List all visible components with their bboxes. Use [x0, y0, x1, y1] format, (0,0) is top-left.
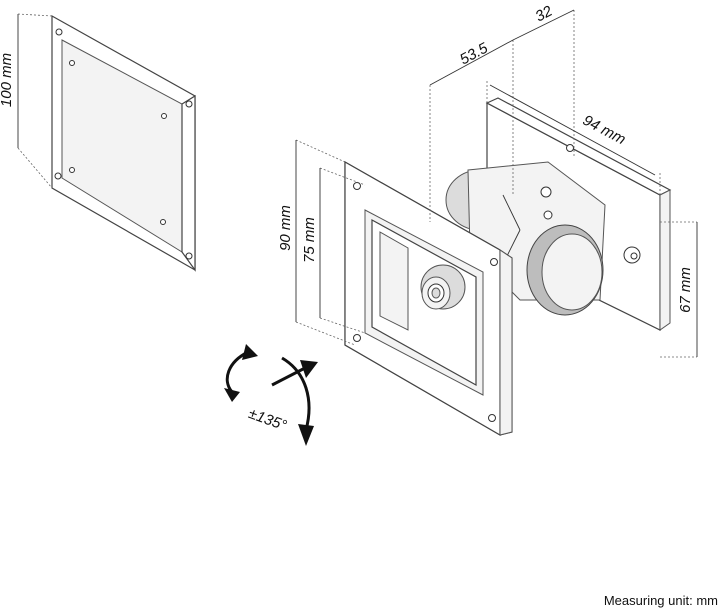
label-32: 32	[533, 2, 556, 25]
label-94mm: 94 mm	[580, 112, 628, 149]
rotation-arrows: ±135°	[224, 344, 318, 446]
monitor-plate	[344, 160, 513, 437]
dimension-67mm: 67 mm	[660, 221, 698, 358]
label-90mm: 90 mm	[277, 205, 294, 251]
label-rotation: ±135°	[246, 405, 289, 434]
measuring-unit-note: Measuring unit: mm	[603, 593, 718, 608]
label-75mm: 75 mm	[301, 217, 318, 263]
dimension-90mm: 90 mm	[277, 139, 356, 346]
label-53-5: 53.5	[457, 39, 491, 68]
dimension-100mm: 100 mm	[0, 13, 53, 189]
vesa-plate	[51, 14, 196, 272]
label-67mm: 67 mm	[677, 267, 694, 313]
label-100mm: 100 mm	[0, 53, 15, 107]
dimension-75mm: 75 mm	[301, 167, 366, 334]
